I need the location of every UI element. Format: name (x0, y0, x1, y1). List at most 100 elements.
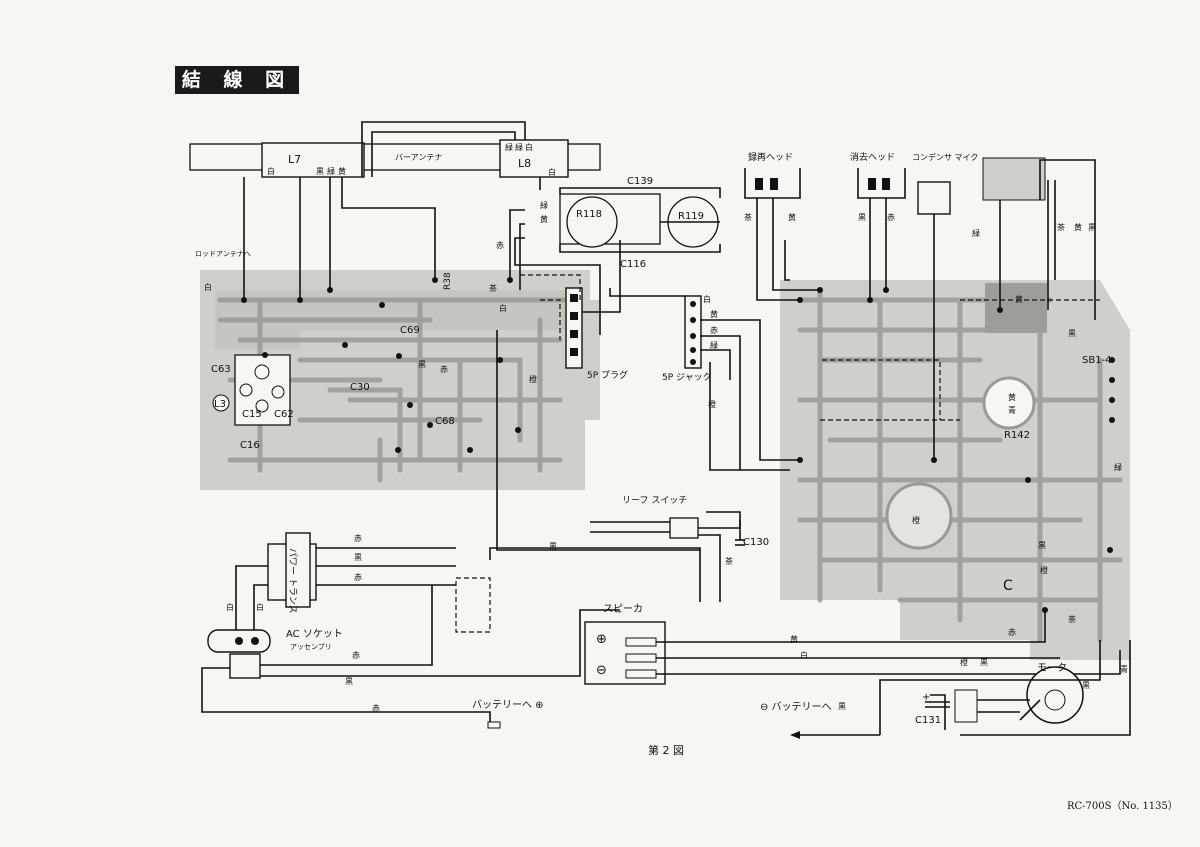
wire-label: 緑 (972, 228, 980, 238)
wire-label: 白 (226, 602, 234, 612)
left-wires (243, 121, 800, 551)
label-l8: L8 (518, 157, 531, 170)
solder-points-left (241, 277, 521, 453)
wire-label: 茶 (489, 283, 497, 293)
wire-label: 黒 (1068, 329, 1076, 338)
label-c15: C15 (242, 409, 262, 420)
wire-label: 黄 (710, 309, 718, 319)
wire-label: 赤 (440, 365, 448, 374)
label-speaker: スピーカ (603, 603, 643, 615)
wire-label: 赤 (887, 213, 895, 222)
wire-label: 黄 (1015, 294, 1023, 304)
wire-label: 緑 (515, 142, 523, 152)
wire-label: 赤 (372, 704, 380, 713)
label-r118: R118 (576, 209, 602, 220)
power-section (201, 532, 701, 725)
label-c16: C16 (240, 440, 260, 451)
wire-label: 青 (1008, 405, 1016, 415)
wire-label: 茶 (1057, 222, 1065, 232)
connector-5p (565, 287, 702, 369)
model-number: RC-700S（No. 1135） (1067, 801, 1178, 812)
wire-label: 赤 (1008, 628, 1016, 637)
wire-label: 黄 (1074, 222, 1082, 232)
label-power-trans: パワー トランス (287, 548, 298, 614)
wire-label: 白 (703, 294, 711, 304)
wire-label: 緑 (1114, 462, 1122, 472)
wire-label: 白 (267, 166, 275, 176)
wire-label: 緑 (710, 340, 718, 350)
wire-label: 緑 (505, 142, 513, 152)
label-c131: C131 (915, 715, 941, 726)
label-ac-assembly: アッセンブリ (290, 642, 332, 651)
wire-label: 黒 (345, 677, 353, 686)
solder-points-right (797, 287, 1115, 613)
component-labels: L7 L8 バーアンテナ ロッドアンテナへ C139 C116 R118 R11… (195, 151, 1112, 726)
wire-label: 黄 (1008, 392, 1016, 402)
wire-label: 黄 (338, 166, 346, 176)
label-l3: L3 (214, 399, 226, 410)
wire-label: 黒 (1082, 681, 1090, 690)
label-plug-5p: 5P プラグ (587, 369, 628, 381)
right-pcb (780, 280, 1130, 660)
wire-label: 緑 (540, 200, 548, 210)
wire-label: 黒 (1038, 541, 1046, 550)
wire-label: 黄 (540, 214, 548, 224)
label-jack-5p: 5P ジャック (662, 372, 712, 383)
wire-label: 緑 (327, 166, 335, 176)
wire-label: 青 (1120, 664, 1128, 674)
label-battery-plus: バッテリーへ ⊕ (472, 699, 544, 711)
wire-label: 橙 (1040, 565, 1048, 575)
wire-label: 黄 (788, 212, 796, 222)
wire-label: 赤 (354, 534, 362, 543)
label-c116: C116 (620, 259, 646, 270)
left-pcb (200, 270, 600, 490)
label-rod-antenna: ロッドアンテナへ (195, 250, 251, 258)
wire-label: 黒 (858, 213, 866, 222)
wire-label: 白 (548, 167, 556, 177)
wire-label: 白 (499, 303, 507, 313)
wire-label: 黒 (1088, 223, 1096, 232)
wire-label: 赤 (710, 326, 718, 335)
label-c131-plus: + (922, 692, 930, 703)
wire-label: 茶 (744, 212, 752, 222)
label-r142: R142 (1004, 430, 1030, 441)
wire-label: 黄 (790, 634, 798, 644)
wire-label: 白 (204, 282, 212, 292)
label-r38: R38 (443, 272, 453, 290)
page-title: 結 線 図 (175, 66, 299, 94)
wire-label: 白 (525, 142, 533, 152)
label-condenser-mic: コンデンサ マイク (912, 152, 978, 162)
wire-label: 白 (256, 602, 264, 612)
wire-label: 黒 (549, 542, 557, 551)
wire-label: 橙 (708, 399, 716, 409)
wire-label: 橙 (529, 374, 537, 384)
label-c-board: C (1003, 578, 1013, 594)
label-c139: C139 (627, 176, 653, 187)
label-motor: モータ (1037, 662, 1067, 674)
speaker-minus: ⊖ (596, 663, 607, 678)
label-r119: R119 (678, 211, 704, 222)
motor (790, 640, 1131, 739)
wire-label: 茶 (725, 556, 733, 566)
wire-label: 黒 (838, 702, 846, 711)
label-battery-minus: ⊖ バッテリーへ (760, 701, 832, 713)
right-wires (756, 159, 1100, 460)
label-c63: C63 (211, 364, 231, 375)
speaker (584, 610, 1121, 685)
wire-label: 茶 (1068, 614, 1076, 624)
wire-label: 黒 (316, 167, 324, 176)
heads (744, 157, 1046, 215)
wire-label: 赤 (352, 651, 360, 660)
label-c62: C62 (274, 409, 294, 420)
bar-antenna (189, 139, 601, 178)
battery-plus-lead (487, 721, 501, 729)
wire-label: 黒 (980, 658, 988, 667)
label-sb: SB1-4 (1082, 355, 1112, 366)
label-bar-antenna: バーアンテナ (395, 153, 442, 162)
wire-color-labels: 白 黒 緑 黄 緑 緑 白 白 緑 黄 赤 白 白 黄 赤 緑 橙 茶 黄 黒 … (204, 142, 1128, 713)
label-leaf-switch: リーフ スイッチ (622, 495, 687, 506)
wire-label: 赤 (496, 241, 504, 250)
label-c69: C69 (400, 325, 420, 336)
